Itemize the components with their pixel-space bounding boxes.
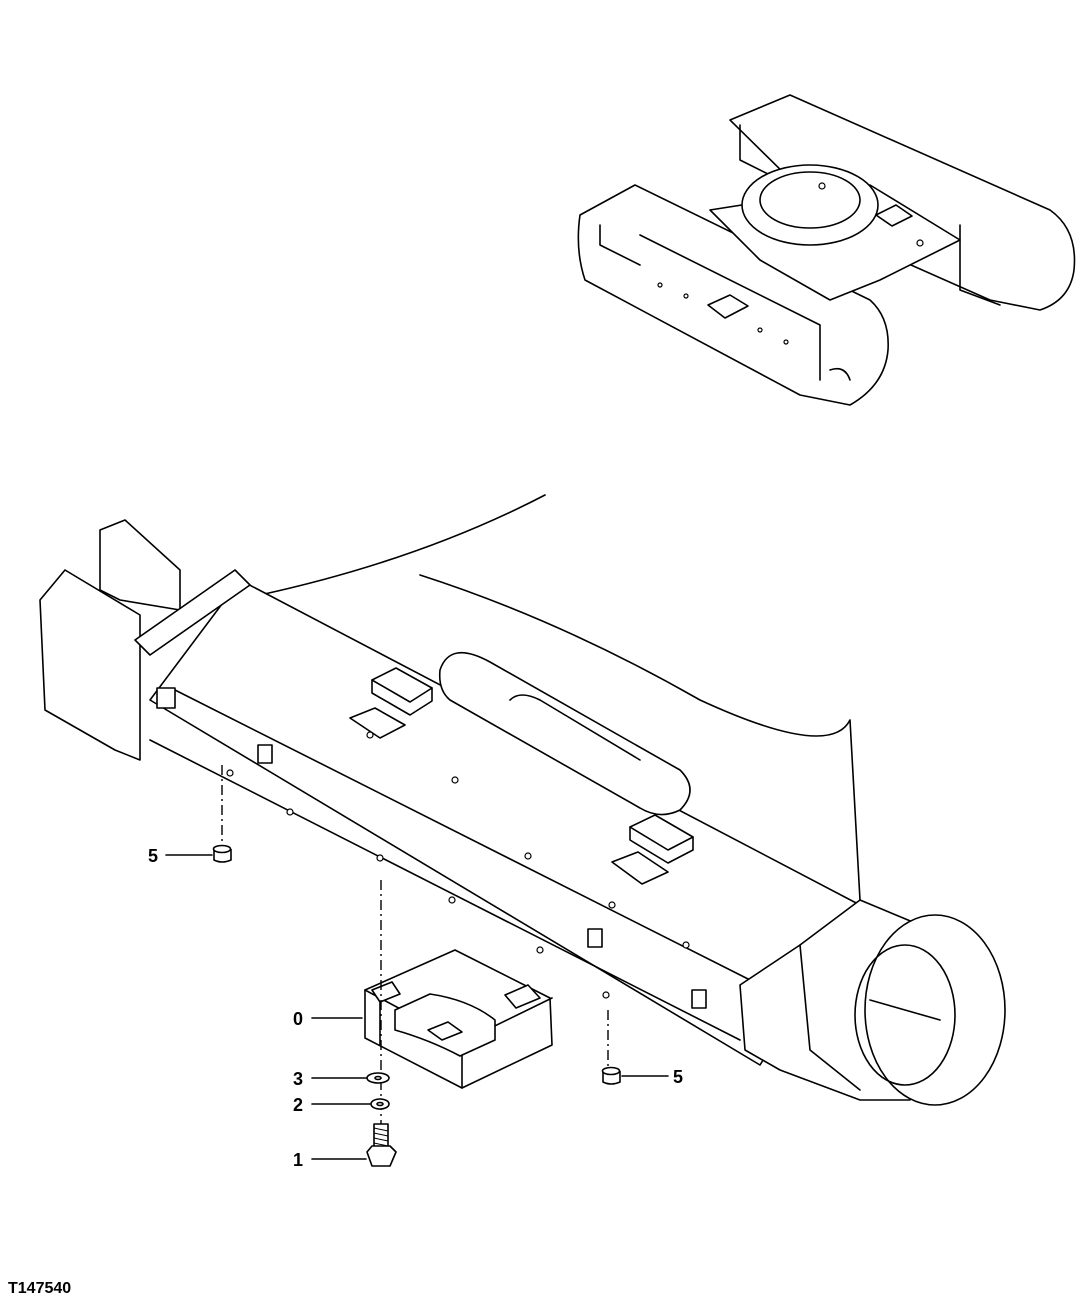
track-frame <box>39 494 1006 1106</box>
lock-washer <box>370 1098 390 1110</box>
flat-washer <box>366 1072 390 1084</box>
callout-2: 2 <box>293 1095 304 1115</box>
callout-3: 3 <box>293 1069 304 1089</box>
hardware-stack <box>165 765 669 1167</box>
undercarriage-overview <box>577 94 1076 406</box>
hex-bolt <box>366 1123 397 1167</box>
track-guard-part <box>364 949 553 1089</box>
callout-5-right: 5 <box>673 1067 684 1087</box>
plug-cap-right <box>601 1066 621 1085</box>
callout-1: 1 <box>293 1150 304 1170</box>
callout-0: 0 <box>293 1009 304 1029</box>
callout-5-left: 5 <box>148 846 159 866</box>
figure-id: T147540 <box>8 1280 72 1297</box>
plug-cap-left <box>212 844 232 863</box>
